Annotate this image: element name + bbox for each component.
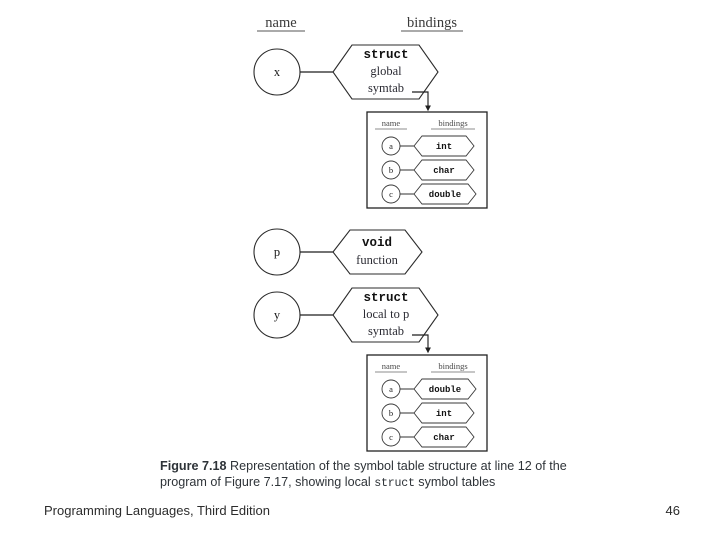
row-binding-hexagon	[413, 135, 475, 157]
child-table-2-header-name: name	[382, 361, 401, 371]
child-table-1-header-name: name	[382, 118, 401, 128]
figure-caption: Figure 7.18 Representation of the symbol…	[160, 458, 580, 492]
binding-y-line3: symtab	[368, 324, 404, 338]
child-table-2-frame	[366, 354, 488, 452]
node-label-y: y	[274, 308, 281, 322]
figure-caption-text-1: Representation of the symbol table struc…	[230, 459, 546, 473]
figure-image: name bindings x struct global symtab	[160, 15, 580, 492]
figure-caption-label: Figure 7.18	[160, 459, 227, 473]
child-table-1-row-0: a int	[381, 135, 475, 157]
binding-x-line3: symtab	[368, 81, 404, 95]
row-binding-label: int	[436, 142, 452, 152]
row-binding-label: int	[436, 409, 452, 419]
figure-caption-text-2: the program of Figure 7.17, showing loca…	[160, 459, 567, 489]
binding-y-line2: local to p	[363, 307, 410, 321]
binding-hexagon-y	[332, 287, 439, 343]
row-name: c	[389, 189, 393, 199]
row-binding-hexagon	[413, 159, 475, 181]
child-table-2-row-1: b int	[381, 402, 475, 424]
row-binding-label: double	[429, 385, 461, 395]
footer-book-title: Programming Languages, Third Edition	[44, 503, 270, 518]
binding-hexagon-p	[332, 229, 423, 275]
header-name: name	[265, 15, 296, 31]
binding-y-keyword: struct	[363, 291, 408, 305]
binding-p-keyword: void	[362, 236, 392, 250]
child-table-2-row-2: c char	[381, 426, 475, 448]
row-name: a	[389, 141, 393, 151]
slide-footer: Programming Languages, Third Edition 46	[0, 497, 720, 540]
row-binding-hexagon	[413, 402, 475, 424]
row-name: b	[389, 408, 393, 418]
row-binding-label: char	[433, 166, 455, 176]
figure-caption-mono-word: struct	[374, 477, 415, 490]
child-table-2: name bindings a double b	[366, 354, 488, 452]
top-headers: name bindings	[257, 15, 463, 32]
child-table-1: name bindings a int b	[366, 111, 488, 209]
binding-x-line2: global	[370, 64, 402, 78]
node-label-p: p	[274, 245, 280, 259]
row-binding-hexagon	[413, 378, 477, 400]
binding-hexagon-x	[332, 44, 439, 100]
row-name: a	[389, 384, 393, 394]
child-table-1-row-2: c double	[381, 183, 477, 205]
binding-p-line2: function	[356, 253, 398, 267]
child-table-1-frame	[366, 111, 488, 209]
symbol-table-diagram: name bindings x struct global symtab	[253, 15, 488, 452]
pointer-y-to-child-table	[412, 334, 431, 354]
row-binding-hexagon	[413, 426, 475, 448]
row-binding-label: double	[429, 190, 461, 200]
header-bindings: bindings	[407, 15, 457, 31]
entry-y: y struct local to p symtab	[253, 287, 439, 354]
child-table-2-header-bindings: bindings	[438, 361, 467, 371]
pointer-x-to-child-table	[412, 91, 431, 112]
child-table-1-row-1: b char	[381, 159, 475, 181]
entry-x: x struct global symtab	[253, 44, 439, 112]
child-table-1-header-bindings: bindings	[438, 118, 467, 128]
row-binding-label: char	[433, 433, 455, 443]
figure-caption-text-3: symbol tables	[418, 475, 496, 489]
row-binding-hexagon	[413, 183, 477, 205]
node-label-x: x	[274, 65, 281, 79]
row-name: c	[389, 432, 393, 442]
footer-page-number: 46	[665, 503, 680, 518]
child-table-2-row-0: a double	[381, 378, 477, 400]
row-name: b	[389, 165, 393, 175]
entry-p: p void function	[253, 228, 423, 276]
binding-x-keyword: struct	[363, 48, 408, 62]
